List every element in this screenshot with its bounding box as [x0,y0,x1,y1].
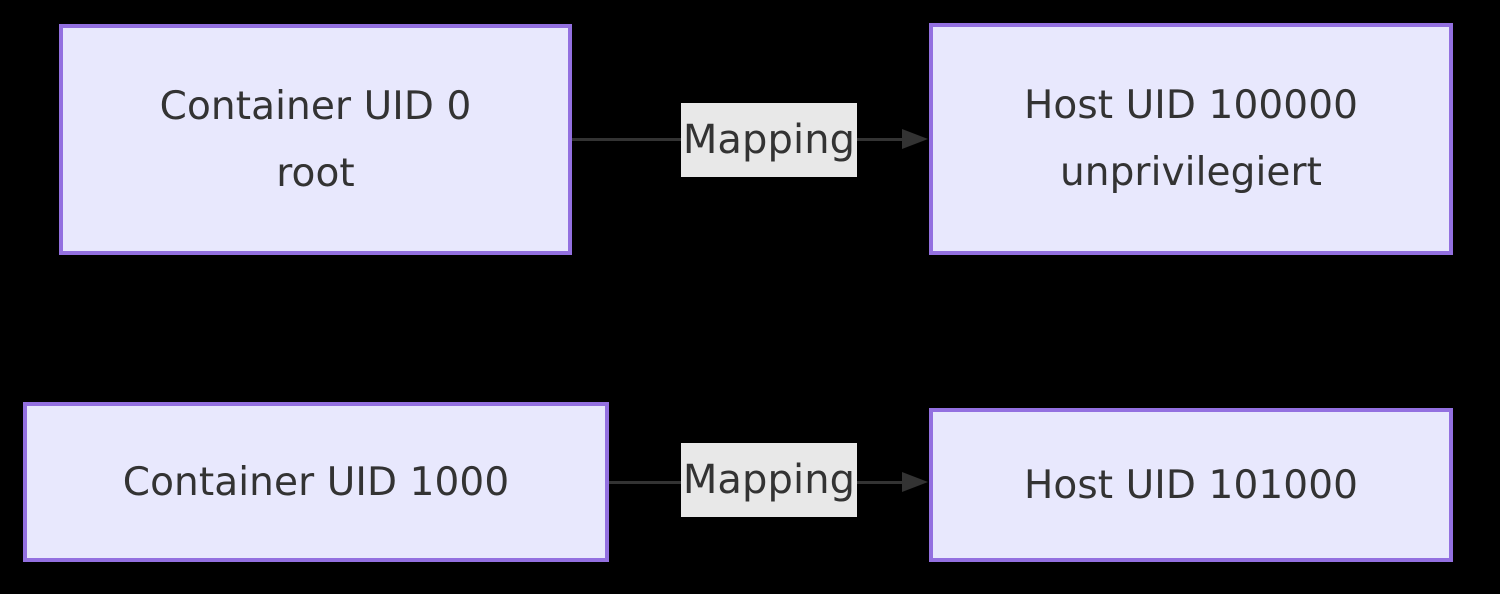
node-container-uid-0-line2: root [276,150,355,196]
node-container-uid-1000[interactable]: Container UID 1000 [23,402,609,562]
arrowhead-icon-mapping-root [902,129,928,149]
edge-label-mapping-1000: Mapping [681,443,857,517]
node-container-uid-0-line1: Container UID 0 [159,83,472,129]
node-container-uid-1000-line1: Container UID 1000 [122,459,510,505]
node-container-uid-0[interactable]: Container UID 0 root [59,24,572,255]
node-host-uid-100000[interactable]: Host UID 100000 unprivilegiert [929,23,1453,255]
edge-label-mapping-root: Mapping [681,103,857,177]
node-host-uid-100000-line1: Host UID 100000 [1023,83,1359,128]
node-host-uid-101000[interactable]: Host UID 101000 [929,408,1453,562]
arrowhead-icon-mapping-1000 [902,472,928,492]
node-host-uid-101000-line1: Host UID 101000 [1023,462,1359,508]
node-host-uid-100000-line2: unprivilegiert [1059,150,1323,195]
